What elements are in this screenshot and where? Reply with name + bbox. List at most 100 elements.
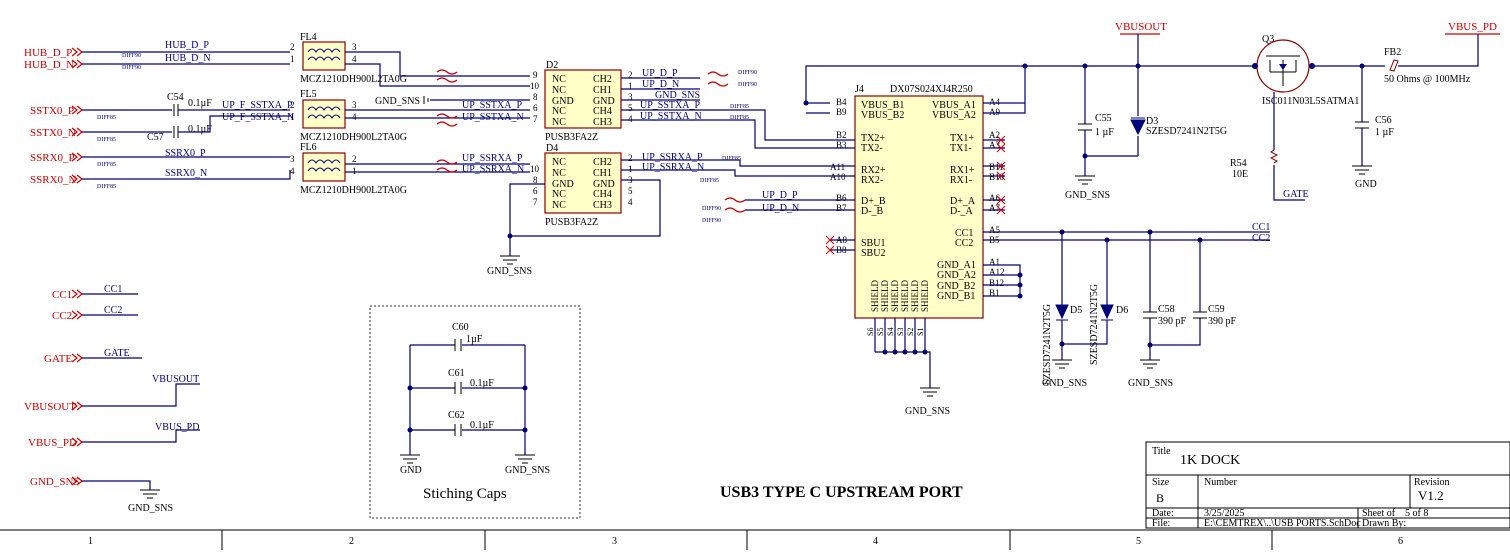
port-ssrx0-n: SSRX0_N <box>30 174 83 186</box>
date-value: 3/25/2025 <box>1204 508 1245 519</box>
svg-text:3: 3 <box>352 100 357 110</box>
svg-text:NC: NC <box>552 85 566 96</box>
svg-text:VBUSOUT: VBUSOUT <box>1115 21 1167 33</box>
svg-text:GND_B2: GND_B2 <box>937 281 975 292</box>
net-label: CC1 <box>1252 222 1270 233</box>
svg-text:B11: B11 <box>989 162 1004 172</box>
net-label: SSRX0_P <box>165 148 206 159</box>
svg-text:4: 4 <box>352 112 357 122</box>
svg-text:GND_SNS: GND_SNS <box>128 503 173 514</box>
svg-text:B7: B7 <box>836 203 847 213</box>
svg-text:PUSB3FA2Z: PUSB3FA2Z <box>545 217 598 228</box>
capacitor-c55: C55 1 µF <box>1078 113 1114 138</box>
svg-text:1: 1 <box>290 54 295 64</box>
svg-text:D3: D3 <box>1146 116 1158 127</box>
svg-text:S6: S6 <box>866 328 875 336</box>
svg-text:SSRX0_N: SSRX0_N <box>30 174 77 186</box>
svg-text:GND_A2: GND_A2 <box>937 270 976 281</box>
svg-text:A2: A2 <box>989 130 1000 140</box>
net-label: GND_SNS <box>655 90 700 101</box>
diff-tag: DIFF90 <box>738 70 757 76</box>
svg-text:FL5: FL5 <box>300 89 317 100</box>
net-label: UP_SSRXA_P <box>642 152 703 163</box>
svg-text:2: 2 <box>352 154 357 164</box>
zone-label: 3 <box>612 536 617 547</box>
resistor-r54: R54 10E <box>1230 149 1279 180</box>
net-label: UP_SSTXA_P <box>640 100 700 111</box>
svg-text:D+_B: D+_B <box>861 196 886 207</box>
capacitor-c54: C54 0.1µF <box>167 92 212 116</box>
file-value: E:\CEMTREX\..\USB PORTS.SchDoc <box>1204 518 1361 529</box>
diff-tag: DIFF85 <box>730 115 749 121</box>
svg-text:1: 1 <box>290 112 295 122</box>
svg-text:C58: C58 <box>1158 304 1175 315</box>
esd-diode-d6: D6 SZESD7241N2T5G <box>1089 284 1128 365</box>
svg-text:GND_B1: GND_B1 <box>937 291 975 302</box>
svg-text:SHIELD: SHIELD <box>920 280 930 312</box>
svg-text:GATE: GATE <box>44 353 72 365</box>
svg-text:SHIELD: SHIELD <box>890 280 900 312</box>
svg-text:S1: S1 <box>916 328 925 336</box>
svg-text:SSTX0_P: SSTX0_P <box>30 105 74 117</box>
svg-text:TX2-: TX2- <box>861 143 883 154</box>
sheet-value: 5 of 8 <box>1405 508 1428 519</box>
svg-text:VBUS_PD: VBUS_PD <box>1448 21 1497 33</box>
zone-bar: 1 2 3 4 5 6 <box>0 529 1510 550</box>
svg-text:J4: J4 <box>855 84 864 95</box>
size-value: B <box>1156 491 1164 505</box>
svg-text:3: 3 <box>290 154 295 164</box>
common-mode-filter-fl4: FL4 2 1 3 4 MCZ1210DH900L2TA0G <box>290 32 407 85</box>
svg-text:CC2: CC2 <box>104 305 122 316</box>
gnd-sns-symbol: GND_SNS <box>487 236 532 277</box>
title-block <box>1145 441 1510 529</box>
svg-text:NC: NC <box>552 106 566 117</box>
svg-text:390 pF: 390 pF <box>1158 316 1187 327</box>
diff-tag: DIFF90 <box>702 218 721 224</box>
svg-text:VBUS_PD: VBUS_PD <box>28 437 77 449</box>
svg-text:GND_SNS: GND_SNS <box>1128 378 1173 389</box>
net-label: UP_F_SSTXA_P <box>222 100 293 111</box>
svg-text:RX1+: RX1+ <box>950 165 975 176</box>
svg-text:C60: C60 <box>452 322 469 333</box>
number-label: Number <box>1204 477 1237 488</box>
svg-text:A10: A10 <box>830 172 846 182</box>
mosfet-q3: Q3 ISC011N03L5SATMA1 <box>1256 34 1359 107</box>
svg-text:6: 6 <box>533 186 538 196</box>
svg-text:B1: B1 <box>989 288 1000 298</box>
svg-text:NC: NC <box>552 189 566 200</box>
diff-tag: DIFF90 <box>702 206 721 212</box>
zone-label: 1 <box>88 536 93 547</box>
net-label: UP_SSTXA_N <box>462 112 524 123</box>
svg-text:VBUS_A2: VBUS_A2 <box>932 110 976 121</box>
svg-text:B2: B2 <box>836 130 847 140</box>
svg-text:HUB_D_N: HUB_D_N <box>24 59 74 71</box>
svg-text:VBUSOUT: VBUSOUT <box>152 374 199 385</box>
svg-text:GND: GND <box>1355 179 1377 190</box>
svg-text:0.1µF: 0.1µF <box>188 124 212 135</box>
net-label: HUB_D_N <box>165 53 211 64</box>
diff-tag: DIFF90 <box>738 82 757 88</box>
net-label: UP_SSTXA_P <box>462 100 522 111</box>
revision-value: V1.2 <box>1418 488 1444 503</box>
svg-text:SHIELD: SHIELD <box>870 280 880 312</box>
diff-tag: DIFF85 <box>722 156 741 162</box>
svg-text:7: 7 <box>533 114 538 124</box>
svg-text:VBUSOUT: VBUSOUT <box>24 401 76 413</box>
svg-text:C61: C61 <box>448 368 465 379</box>
svg-text:S2: S2 <box>906 328 915 336</box>
svg-text:SHIELD: SHIELD <box>900 280 910 312</box>
svg-text:MCZ1210DH900L2TA0G: MCZ1210DH900L2TA0G <box>300 74 407 85</box>
svg-text:GATE: GATE <box>104 348 130 359</box>
svg-text:SSTX0_N: SSTX0_N <box>30 127 76 139</box>
svg-text:3: 3 <box>628 92 633 102</box>
diff-tag: DIFF85 <box>97 162 116 168</box>
svg-text:MCZ1210DH900L2TA0G: MCZ1210DH900L2TA0G <box>300 132 407 143</box>
esd-array-d4: D4 NC NC GND NC NC CH2 CH1 GND CH4 CH3 1… <box>530 143 633 228</box>
svg-text:CH4: CH4 <box>593 106 612 117</box>
svg-text:MCZ1210DH900L2TA0G: MCZ1210DH900L2TA0G <box>300 185 407 196</box>
capacitor-c59: C59 390 pF <box>1193 304 1237 327</box>
net-label: GATE <box>1283 189 1309 200</box>
svg-text:NC: NC <box>552 157 566 168</box>
svg-text:RX2+: RX2+ <box>861 165 886 176</box>
